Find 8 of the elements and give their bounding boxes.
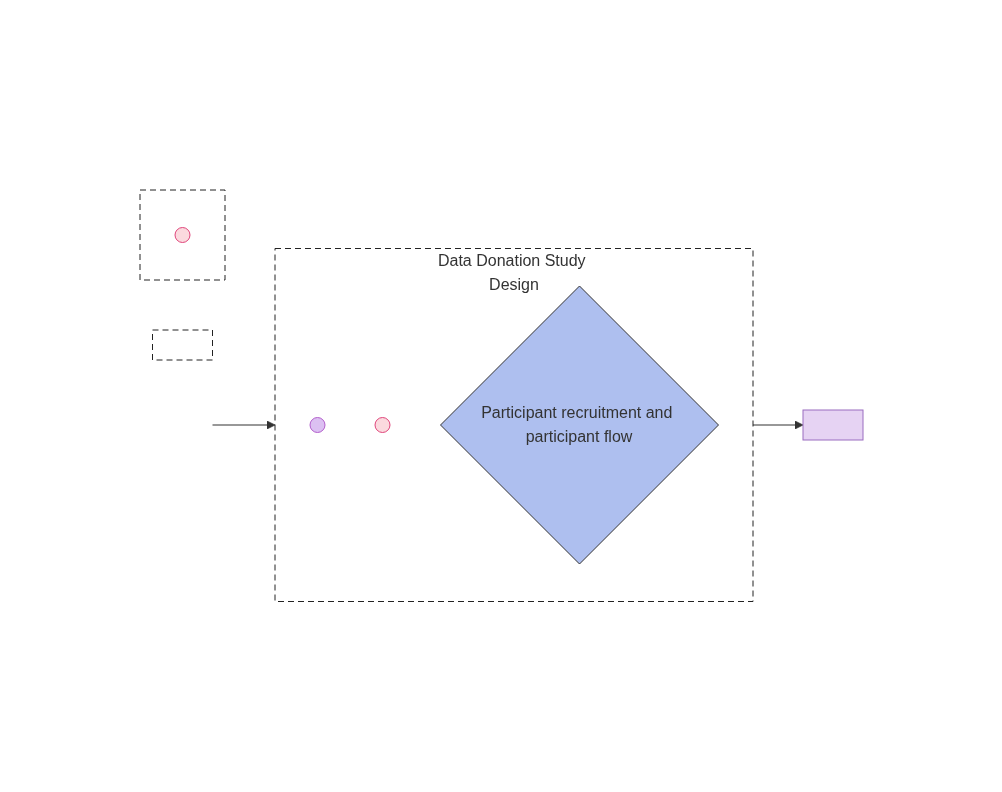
cluster xyxy=(139,189,225,281)
node-circle xyxy=(174,227,190,244)
node-box xyxy=(151,329,213,361)
arrow xyxy=(751,420,803,430)
arrow xyxy=(211,420,275,430)
node-circle xyxy=(374,417,390,434)
node-bar xyxy=(802,409,863,441)
node-circle xyxy=(309,417,325,434)
